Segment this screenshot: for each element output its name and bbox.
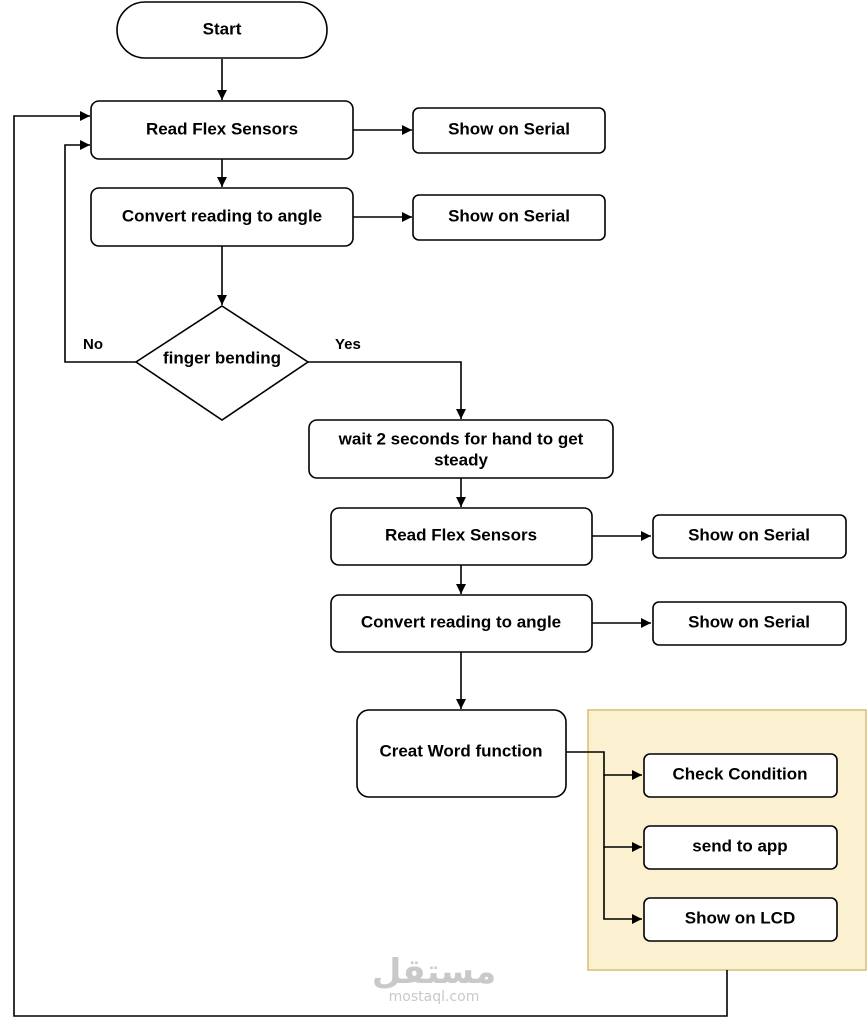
edges [13,59,728,1017]
finger-bending-decision: finger bending [134,305,310,421]
send-to-app-label: send to app [692,836,787,855]
start-label: Start [203,19,242,38]
convert-reading-box-1: Convert reading to angle [90,187,354,247]
check-condition-box: Check Condition [643,753,838,798]
convert-reading-label-1: Convert reading to angle [122,206,322,225]
edge-group-loop-back [13,111,728,1017]
show-on-serial-box-3: Show on Serial [652,514,847,559]
show-on-serial-box-4: Show on Serial [652,601,847,646]
edge-decision-no-loop [64,140,136,363]
read-flex-sensors-box-2: Read Flex Sensors [330,507,593,566]
creat-word-function-label: Creat Word function [379,741,542,760]
show-on-serial-label-3: Show on Serial [688,525,810,544]
read-flex-sensors-label-2: Read Flex Sensors [385,525,537,544]
show-on-serial-label-1: Show on Serial [448,119,570,138]
convert-reading-label-2: Convert reading to angle [361,612,561,631]
read-flex-sensors-box-1: Read Flex Sensors [90,100,354,160]
show-on-lcd-label: Show on LCD [685,908,795,927]
show-on-lcd-box: Show on LCD [643,897,838,942]
start-node: Start [116,1,328,59]
show-on-serial-box-1: Show on Serial [412,107,606,154]
convert-reading-box-2: Convert reading to angle [330,594,593,653]
creat-word-function-box: Creat Word function [356,709,567,798]
wait-steady-box: wait 2 seconds for hand to get steady [308,419,614,479]
edge-creat-word-to-check [566,751,642,780]
finger-bending-label: finger bending [163,348,281,367]
mostaql-watermark: مستقل mostaql.com [372,952,496,1005]
watermark-latin: mostaql.com [389,989,480,1005]
watermark-arabic: مستقل [372,952,496,992]
edge-creat-word-to-lcd [603,847,642,924]
read-flex-sensors-label-1: Read Flex Sensors [146,119,298,138]
show-on-serial-label-2: Show on Serial [448,206,570,225]
show-on-serial-label-4: Show on Serial [688,612,810,631]
yes-edge-label: Yes [335,336,361,353]
wait-label-line-2: steady [434,450,488,469]
send-to-app-box: send to app [643,825,838,870]
check-condition-label: Check Condition [672,764,807,783]
show-on-serial-box-2: Show on Serial [412,194,606,241]
edge-decision-yes-to-wait [308,361,466,419]
no-edge-label: No [83,336,103,353]
wait-label-line-1: wait 2 seconds for hand to get [338,429,584,448]
